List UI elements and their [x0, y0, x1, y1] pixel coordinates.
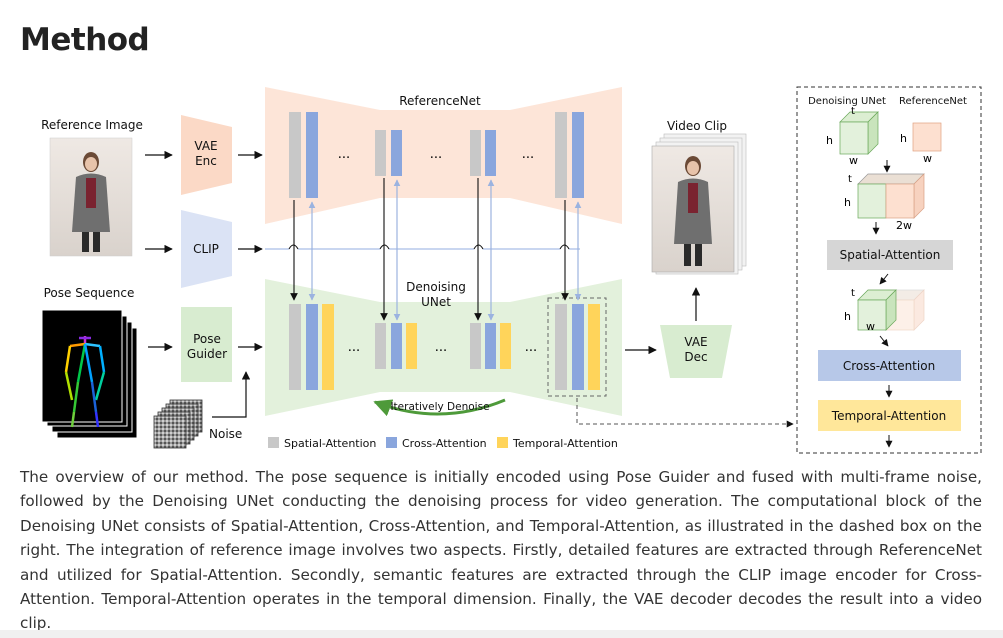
split-cube: t h w [844, 288, 925, 333]
legend-cross: Cross-Attention [402, 437, 487, 450]
detail-cross-attention: Cross-Attention [818, 350, 961, 381]
iteratively-denoise-label: Iteratively Denoise [390, 401, 489, 413]
detail-box [796, 86, 982, 454]
svg-text:h: h [844, 310, 851, 323]
detail-spatial-attention: Spatial-Attention [827, 240, 953, 270]
video-clip-stack [651, 133, 747, 275]
svg-text:h: h [844, 196, 851, 209]
svg-text:2w: 2w [896, 219, 912, 232]
svg-text:w: w [923, 152, 932, 165]
svg-text:Guider: Guider [187, 347, 227, 361]
reference-image-label: Reference Image [41, 118, 143, 132]
svg-text:w: w [849, 154, 858, 167]
video-clip-label: Video Clip [667, 119, 727, 133]
svg-text:Spatial-Attention: Spatial-Attention [840, 248, 941, 262]
denoising-unet-blocks [289, 304, 600, 390]
bottom-bar [0, 630, 1003, 638]
svg-text:t: t [848, 174, 852, 185]
method-figure: Reference Image Pose Sequence [0, 82, 1003, 462]
legend-spatial: Spatial-Attention [284, 437, 376, 450]
vae-encoder: VAE Enc [181, 115, 232, 195]
unet-ellipsis-1: ... [348, 340, 360, 355]
svg-text:h: h [826, 134, 833, 147]
ref-ellipsis-2: ... [430, 147, 442, 162]
unet-ellipsis-2: ... [435, 340, 447, 355]
page-title: Method [20, 22, 150, 58]
noise-label: Noise [209, 427, 242, 441]
svg-text:Temporal-Attention: Temporal-Attention [831, 409, 946, 423]
ref-ellipsis-3: ... [522, 147, 534, 162]
svg-text:Cross-Attention: Cross-Attention [843, 359, 935, 373]
detail-temporal-attention: Temporal-Attention [818, 400, 961, 431]
referencenet-label: ReferenceNet [399, 94, 481, 108]
reference-image [49, 137, 133, 257]
svg-text:h: h [900, 132, 907, 145]
svg-text:t: t [851, 106, 855, 117]
unet-ellipsis-3: ... [525, 340, 537, 355]
svg-text:t: t [851, 288, 855, 299]
denoising-cube: t h w [826, 106, 879, 167]
clip-encoder: CLIP [181, 210, 232, 288]
pose-sequence-stack [41, 309, 138, 439]
ref-ellipsis-1: ... [338, 147, 350, 162]
svg-text:VAE: VAE [684, 335, 707, 349]
svg-text:VAE: VAE [194, 139, 217, 153]
reference-square: h w [900, 122, 942, 165]
legend-temporal: Temporal-Attention [512, 437, 618, 450]
pose-sequence-label: Pose Sequence [44, 286, 135, 300]
referencenet-blocks [289, 112, 584, 198]
denoising-unet-label-1: Denoising [406, 280, 466, 294]
detail-header-left: Denoising UNet [808, 96, 886, 107]
svg-text:Enc: Enc [195, 154, 217, 168]
svg-text:Pose: Pose [193, 332, 221, 346]
svg-text:CLIP: CLIP [193, 242, 219, 256]
figure-caption: The overview of our method. The pose seq… [20, 468, 982, 633]
concatenated-cube: t h 2w [844, 173, 925, 232]
pose-skeleton [64, 336, 106, 428]
iteratively-denoise-arrow [373, 398, 506, 417]
pose-guider: Pose Guider [181, 307, 232, 382]
svg-text:w: w [866, 320, 875, 333]
vae-decoder: VAE Dec [660, 325, 732, 378]
denoising-unet-background [265, 279, 622, 416]
svg-text:Dec: Dec [684, 350, 707, 364]
noise-stack [153, 399, 203, 449]
denoising-unet-label-2: UNet [421, 295, 451, 309]
legend: Spatial-Attention Cross-Attention Tempor… [268, 437, 618, 450]
detail-header-right: ReferenceNet [899, 96, 967, 107]
